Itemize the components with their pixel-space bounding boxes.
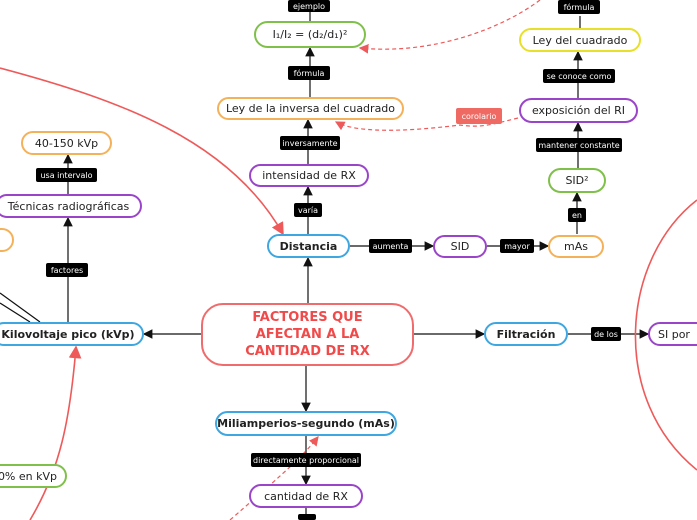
central-title-line2: AFECTAN A LA bbox=[255, 327, 360, 342]
tag-inversamente: inversamente bbox=[280, 136, 340, 150]
tag-usa-intervalo: usa intervalo bbox=[36, 168, 97, 182]
tag-de-los: de los bbox=[591, 327, 621, 341]
node-sid[interactable]: SID bbox=[433, 235, 487, 258]
relation-curve-right bbox=[634, 199, 697, 471]
node-exposicion[interactable]: exposición del RI bbox=[519, 98, 638, 123]
node-distancia[interactable]: Distancia bbox=[267, 234, 350, 258]
node-rango-kvp[interactable]: 40-150 kVp bbox=[21, 131, 112, 155]
tag-formula-2: fórmula bbox=[558, 0, 600, 14]
node-si-por[interactable]: SI por bbox=[648, 322, 697, 346]
tag-mantener-constante: mantener constante bbox=[536, 138, 622, 152]
connector-kvp-left2 bbox=[0, 302, 31, 323]
node-pct-kvp[interactable]: 0% en kVp bbox=[0, 464, 67, 488]
node-cantidad[interactable]: cantidad de RX bbox=[249, 484, 363, 508]
tag-corolario: corolario bbox=[456, 108, 502, 124]
relation-curve-bottom-left bbox=[29, 345, 82, 520]
tag-ejemplo: ejemplo bbox=[288, 0, 330, 12]
node-intensidad[interactable]: intensidad de RX bbox=[249, 164, 369, 187]
node-mas-small[interactable]: mAs bbox=[548, 235, 604, 258]
node-miliamperios[interactable]: Miliamperios-segundo (mAs) bbox=[215, 411, 397, 436]
node-filtracion[interactable]: Filtración bbox=[484, 322, 568, 346]
tag-directamente-proporcional: directamente proporcional bbox=[251, 453, 361, 467]
dashed-link-bottom bbox=[229, 436, 319, 520]
node-tecnicas[interactable]: Técnicas radiográficas bbox=[0, 194, 142, 218]
tag-aumenta: aumenta bbox=[369, 239, 412, 253]
tag-factores: factores bbox=[46, 263, 88, 277]
tag-bottom-partial bbox=[298, 514, 316, 520]
dashed-link-top-right bbox=[358, 0, 541, 54]
node-sid-squared[interactable]: SID² bbox=[548, 168, 606, 193]
node-kvp[interactable]: Kilovoltaje pico (kVp) bbox=[0, 322, 144, 346]
tag-en: en bbox=[568, 208, 586, 222]
node-ley-cuadrado[interactable]: Ley del cuadrado bbox=[519, 28, 641, 52]
relation-curve-top-left bbox=[0, 67, 284, 236]
tag-formula: fórmula bbox=[288, 66, 330, 80]
central-topic[interactable]: FACTORES QUE AFECTAN A LA CANTIDAD DE RX bbox=[201, 303, 414, 366]
node-formula-inversa[interactable]: I₁/I₂ = (d₂/d₁)² bbox=[254, 21, 366, 48]
connector-kvp-left bbox=[0, 292, 41, 323]
node-ley-inversa[interactable]: Ley de la inversa del cuadrado bbox=[217, 97, 404, 120]
central-title-line3: CANTIDAD DE RX bbox=[245, 344, 370, 359]
tag-mayor: mayor bbox=[500, 239, 534, 253]
tag-se-conoce-como: se conoce como bbox=[543, 69, 615, 83]
central-title-line1: FACTORES QUE bbox=[252, 310, 363, 325]
tag-varia: varía bbox=[294, 203, 322, 217]
